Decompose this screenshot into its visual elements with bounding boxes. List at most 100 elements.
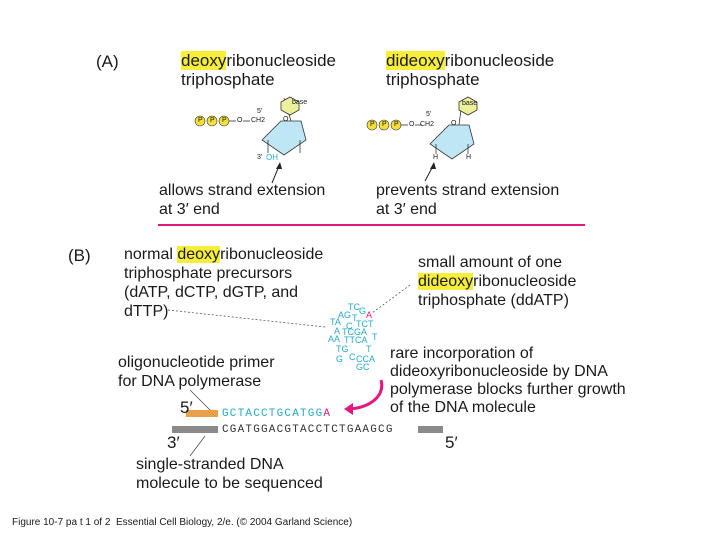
deoxy-highlight: deoxy (181, 51, 227, 70)
small-line2: dideoxyribonucleoside (418, 272, 576, 291)
base-hexagon (458, 96, 478, 116)
small-line1: small amount of one (418, 254, 563, 271)
caption-part2: Essential Cell Biology, 2/e. (© 2004 Gar… (115, 517, 353, 528)
cluster-item: C (346, 321, 353, 331)
five-prime-label: 5′ (426, 111, 432, 118)
template-bar-left (172, 426, 218, 433)
normal-pre: normal (124, 246, 178, 263)
oxygen-ring-label: O (451, 120, 457, 127)
cluster-item: TG (336, 344, 349, 354)
panel-a-label: (A) (96, 52, 119, 71)
oxygen-ring-label: O (283, 116, 289, 123)
small-rest: ribonucleoside (473, 273, 577, 290)
three-prime-left: 3′ (167, 433, 180, 452)
cluster-item: G (359, 306, 367, 316)
cluster-item: TA (330, 317, 341, 327)
rare-line1: rare incorporation of (390, 345, 534, 362)
phosphate-label: P (198, 117, 203, 124)
single-line1: single-stranded DNA (136, 456, 284, 473)
cluster-item: TCT (356, 319, 374, 329)
h-label: H (433, 154, 439, 161)
dideoxy-nucleotide-structure (366, 96, 478, 182)
h-label: H (466, 154, 472, 161)
deoxy-title: deoxyribonucleoside (181, 51, 336, 70)
figure-caption: Figure 10-7 pa t 1 of 2 Essential Cell B… (12, 517, 352, 528)
arrow-head (276, 162, 282, 169)
primer-bar (186, 410, 218, 417)
normal-line3: (dATP, dCTP, dGTP, and (124, 284, 299, 301)
dideoxy-note-line2: at 3′ end (376, 201, 437, 218)
template-bar-right (418, 426, 443, 433)
phosphate-label: P (222, 117, 227, 124)
base-label: base (462, 100, 478, 107)
deoxy-note-line1: allows strand extension (159, 182, 326, 199)
cluster-item: TCGA (342, 327, 368, 337)
single-line2: molecule to be sequenced (136, 475, 323, 492)
three-prime-label: 3′ (257, 154, 263, 161)
panel-b-label: (B) (68, 246, 91, 265)
leader-line (167, 309, 326, 328)
incorporation-arrow-head (344, 403, 353, 415)
base-hexagon (280, 96, 300, 116)
five-prime-label: 5′ (257, 108, 263, 115)
template-sequence: CGATGGACGTACCTCTGAAGCG (222, 424, 394, 436)
cluster-item: TTCA (344, 335, 368, 345)
dideoxy-note-line1: prevents strand extension (376, 182, 560, 199)
rare-line3: polymerase blocks further growth (390, 381, 626, 398)
cluster-item: TC (348, 302, 360, 312)
cluster-item: T (366, 344, 372, 354)
incorporation-arrow (349, 379, 384, 411)
oh-label: OH (266, 153, 278, 162)
deoxy-note-line2: at 3′ end (159, 201, 220, 218)
leader-line (189, 435, 206, 457)
phosphate-label: P (382, 121, 387, 128)
primer-sequence: GCTACCTGCATGGA (222, 408, 331, 420)
dideoxy-rest: ribonucleoside (444, 51, 555, 70)
cluster-item: GC (356, 362, 370, 372)
cluster-item: T (352, 313, 358, 323)
cluster-item: A (334, 326, 341, 336)
small-highlight: dideoxy (418, 273, 474, 290)
sugar-ring (261, 120, 307, 156)
cluster-item: T (372, 332, 378, 342)
phosphate-2 (378, 119, 390, 131)
nucleotide-cluster: TC G A AG T TA C TCT A TCGA AA TTCA T TG… (316, 302, 382, 372)
dideoxy-highlight: dideoxy (386, 51, 445, 70)
rare-line4: of the DNA molecule (390, 399, 536, 416)
cluster-item: AA (328, 334, 341, 344)
cluster-item: CCA (356, 354, 376, 364)
five-prime-right: 5′ (445, 433, 458, 452)
normal-highlight: deoxy (177, 246, 221, 263)
phosphate-label: P (394, 121, 399, 128)
normal-line1: normal deoxyribonucleoside (124, 245, 323, 264)
phosphate-1 (366, 119, 378, 131)
cluster-item: G (336, 354, 344, 364)
primer-seq-text: GCTACCTGCATGG (222, 408, 324, 420)
dideoxy-title: dideoxyribonucleoside (386, 51, 554, 70)
five-prime-left: 5′ (180, 398, 193, 417)
normal-rest: ribonucleoside (220, 246, 324, 263)
oxygen-label: O (237, 117, 243, 124)
ch2-label: CH2 (251, 117, 266, 124)
deoxy-nucleotide-structure (194, 96, 307, 184)
dideoxy-title-line2: triphosphate (386, 70, 480, 89)
phosphate-label: P (370, 121, 375, 128)
base-label: base (292, 99, 308, 106)
small-line3: triphosphate (ddATP) (418, 292, 569, 309)
phosphate-2 (206, 115, 218, 127)
deoxy-rest: ribonucleoside (226, 51, 337, 70)
primer-line1: oligonucleotide primer (118, 354, 275, 371)
phosphate-1 (194, 115, 206, 127)
ch2-label: CH2 (420, 121, 435, 128)
deoxy-title-line2: triphosphate (181, 70, 275, 89)
primer-seq-last: A (323, 408, 332, 420)
phosphate-label: P (210, 117, 215, 124)
caption-part1: Figure 10-7 pa t 1 of 2 (12, 517, 111, 528)
oxygen-label: O (409, 121, 415, 128)
primer-line2: for DNA polymerase (118, 373, 262, 390)
arrow-head (430, 162, 436, 169)
sugar-ring (429, 124, 475, 160)
normal-line2: triphosphate precursors (124, 265, 293, 282)
rare-line2: dideoxyribonucleoside by DNA (390, 363, 608, 380)
